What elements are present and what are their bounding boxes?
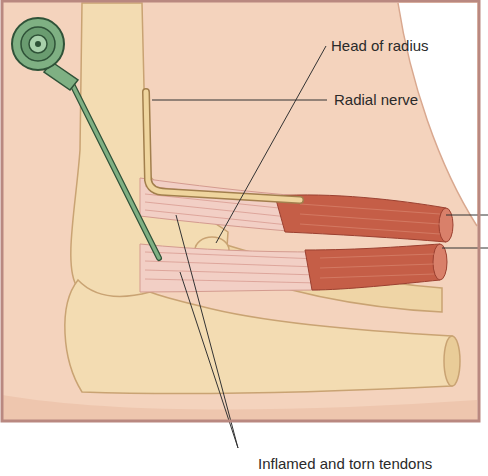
injection-needle-part (21, 27, 55, 61)
injection-needle-part (12, 18, 64, 70)
forearm-muscles-part-part (300, 214, 440, 224)
injection-needle-part (29, 35, 47, 53)
tendons-part (140, 244, 320, 292)
injection-needle-part (35, 41, 41, 47)
part-label: Inflamed and torn tendons (258, 455, 432, 473)
tendons-part-part (145, 202, 298, 218)
forearm-muscles-part-part (320, 274, 434, 278)
tendons-part-part (145, 210, 298, 226)
forearm-muscles-part-part (300, 204, 440, 214)
tendons-part (140, 178, 300, 232)
tendons-part-part (145, 279, 318, 283)
forearm-muscles-part-part (320, 254, 434, 258)
skin-background-part (2, 1, 479, 421)
leader-lines (152, 46, 488, 448)
skin-background-part (398, 3, 477, 226)
leader-lines-part (446, 215, 488, 216)
part-label: Radial nerve (334, 91, 418, 109)
forearm-muscles-part (305, 244, 440, 290)
forearm-muscles-part-part (300, 224, 440, 234)
injection-needle (12, 18, 159, 258)
radial-nerve (146, 92, 300, 200)
ulna-bone-part (65, 280, 452, 394)
leader-lines-part (216, 46, 326, 243)
radial-nerve-part (146, 92, 300, 200)
radial-nerve-part (146, 92, 300, 200)
tendons-part-part (145, 270, 318, 275)
skin-background-part (2, 395, 477, 421)
leader-lines-part (152, 100, 327, 101)
ulna-bone (65, 280, 460, 394)
frame (2, 1, 479, 421)
forearm-muscles-part (300, 204, 440, 278)
forearm-muscles-part (433, 244, 447, 280)
injection-needle-part (70, 80, 159, 258)
skin-background (2, 1, 479, 421)
tendons-part-part (145, 252, 318, 259)
forearm-muscles (275, 195, 453, 290)
part-label: Head of radius (331, 37, 429, 55)
forearm-muscles-part (439, 208, 453, 242)
forearm-muscles-part-part (320, 264, 434, 268)
leader-lines-part (442, 248, 488, 249)
leader-lines-part (176, 215, 238, 448)
injection-needle-part (70, 80, 159, 258)
tendons-part-part (145, 261, 318, 267)
ulna-bone-part (444, 336, 460, 386)
skin-background-part (398, 3, 477, 226)
